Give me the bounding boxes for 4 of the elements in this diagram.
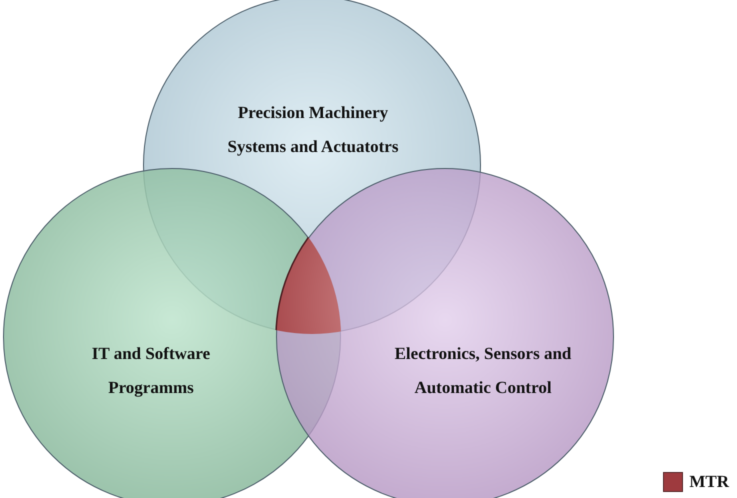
circle-label: Electronics, Sensors and Automatic Control xyxy=(394,343,572,399)
circle-label: IT and Software Programms xyxy=(90,343,212,399)
circle-label: Precision Machinery Systems and Actuatotrs xyxy=(226,102,400,158)
legend-label: MTR xyxy=(689,472,729,492)
